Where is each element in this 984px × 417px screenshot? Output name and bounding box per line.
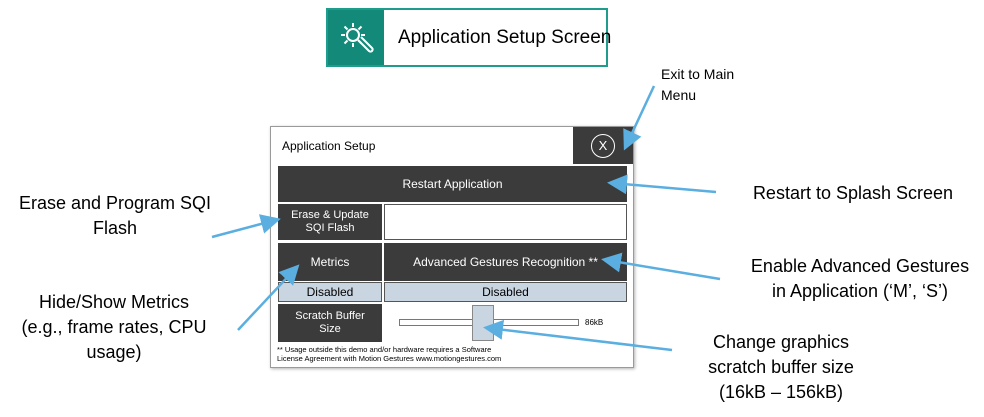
restart-application-button[interactable]: Restart Application [278,166,627,202]
application-setup-panel: Application Setup X Restart Application … [270,126,634,368]
advanced-gestures-status: Disabled [384,282,627,302]
scratch-buffer-slider-handle[interactable] [472,305,494,341]
panel-title: Application Setup [282,139,376,153]
annotation-exit: Exit to Main Menu [661,66,735,103]
scratch-buffer-value: 86kB [585,318,604,327]
exit-button[interactable]: X [573,127,633,164]
erase-status-field [384,204,627,240]
gear-wrench-icon [341,22,374,53]
advanced-gestures-button[interactable]: Advanced Gestures Recognition ** [384,243,627,281]
metrics-status: Disabled [278,282,382,302]
annotation-erase: Erase and Program SQI Flash [18,193,212,238]
annotation-metrics: Hide/Show Metrics (e.g., frame rates, CP… [21,292,207,362]
annotation-restart: Restart to Splash Screen [752,183,954,203]
header-title: Application Setup Screen [398,27,612,48]
metrics-button[interactable]: Metrics [278,243,382,281]
close-icon: X [591,133,615,158]
license-footnote: ** Usage outside this demo and/or hardwa… [277,345,502,363]
annotation-scratch-buffer: Change graphics scratch buffer size (16k… [708,332,854,402]
annotation-advanced-gestures: Enable Advanced Gestures in Application … [750,256,970,301]
header-icon-box [328,10,384,65]
header-badge: Application Setup Screen [326,8,612,67]
erase-update-sqi-flash-button[interactable]: Erase & Update SQI Flash [278,204,382,240]
scratch-buffer-size-label: Scratch Buffer Size [278,304,382,342]
